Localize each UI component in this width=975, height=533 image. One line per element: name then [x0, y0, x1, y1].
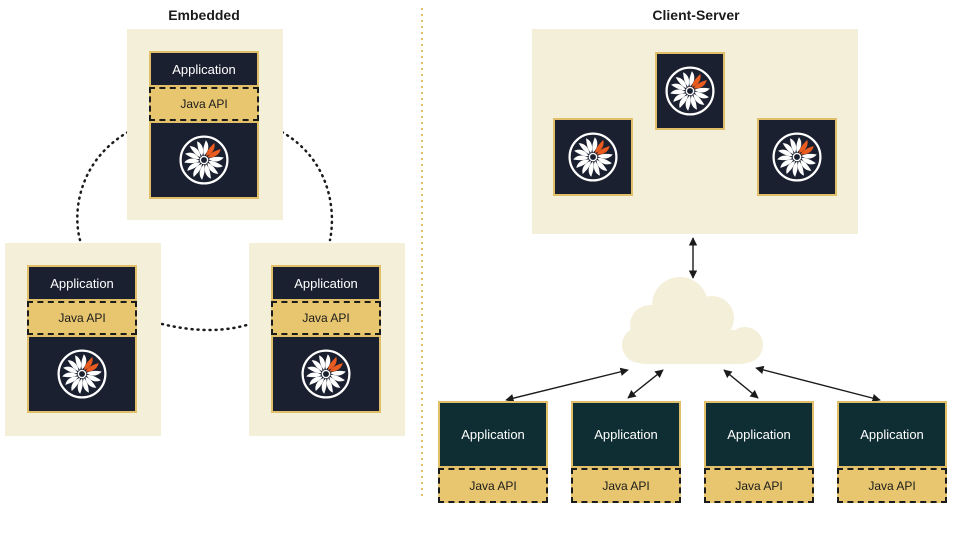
- turbine-engine-icon: [568, 132, 618, 182]
- java-api-box: Java API: [271, 301, 381, 335]
- server-node-top: [655, 52, 725, 130]
- engine-box: [271, 335, 381, 413]
- application-box: Application: [27, 265, 137, 301]
- engine-box: [27, 335, 137, 413]
- cloud-client2-arrow: [627, 369, 664, 399]
- embedded-link-left: [76, 130, 130, 242]
- client-application-box: Application: [571, 401, 681, 468]
- client-server-title: Client-Server: [652, 7, 740, 23]
- client-application-box: Application: [837, 401, 947, 468]
- java-api-box: Java API: [149, 87, 259, 121]
- client-application-box: Application: [438, 401, 548, 468]
- turbine-engine-icon: [301, 349, 351, 399]
- application-box: Application: [149, 51, 259, 87]
- server-node-right: [757, 118, 837, 196]
- client-java-api-box: Java API: [837, 468, 947, 503]
- cloud-client1-arrow: [505, 367, 629, 403]
- engine-box: [149, 121, 259, 199]
- cloud-client4-arrow: [755, 365, 881, 403]
- client-java-api-box: Java API: [571, 468, 681, 503]
- application-box: Application: [271, 265, 381, 301]
- client-java-api-box: Java API: [438, 468, 548, 503]
- turbine-engine-icon: [772, 132, 822, 182]
- cloud-client3-arrow: [723, 369, 759, 399]
- java-api-box: Java API: [27, 301, 137, 335]
- client-java-api-box: Java API: [704, 468, 814, 503]
- turbine-engine-icon: [57, 349, 107, 399]
- client-application-box: Application: [704, 401, 814, 468]
- embedded-link-right: [280, 130, 334, 242]
- turbine-engine-icon: [179, 135, 229, 185]
- embedded-link-bottom: [160, 322, 252, 332]
- cloud-icon: [622, 277, 763, 364]
- server-node-left: [553, 118, 633, 196]
- turbine-engine-icon: [665, 66, 715, 116]
- embedded-title: Embedded: [168, 7, 240, 23]
